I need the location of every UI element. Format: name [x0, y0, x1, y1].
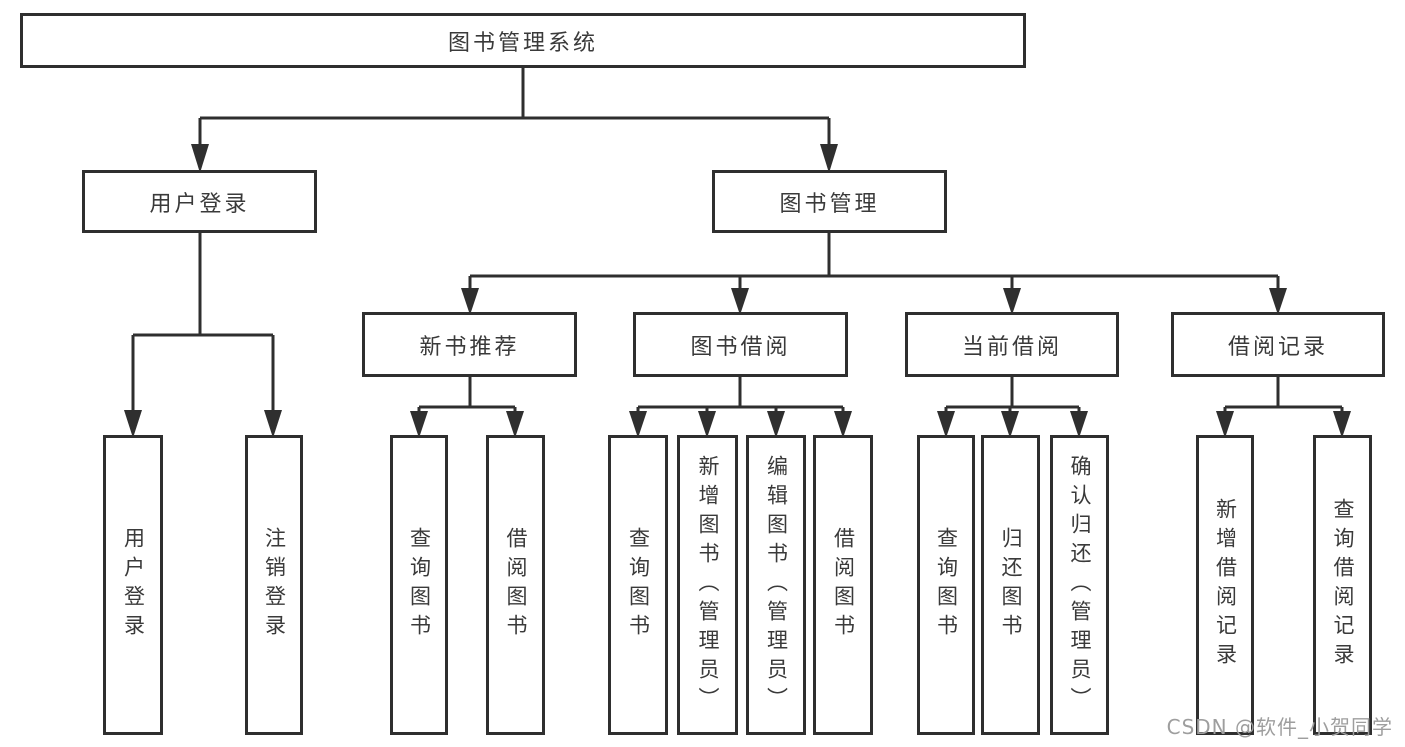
connector-new-book-recommend-to-leaves	[410, 377, 524, 438]
leaf-user-login: 用户登录	[103, 435, 163, 735]
leaf-query-books-current: 查询图书	[917, 435, 975, 735]
node-user-login: 用户登录	[82, 170, 317, 233]
leaf-query-borrow-record: 查询借阅记录	[1313, 435, 1372, 735]
leaf-query-books-borrowing: 查询图书	[608, 435, 668, 735]
leaf-query-books-recommend-label: 查询图书	[407, 527, 432, 643]
connector-root-to-level2	[191, 68, 838, 173]
leaf-add-books-admin: 新增图书（管理员）	[677, 435, 738, 735]
connector-book-management-to-level3	[461, 233, 1287, 315]
connector-user-login-to-leaves	[124, 233, 282, 438]
leaf-add-borrow-record-label: 新增借阅记录	[1213, 498, 1238, 672]
leaf-return-books-label: 归还图书	[999, 527, 1023, 643]
leaf-logout-label: 注销登录	[262, 527, 287, 643]
leaf-logout: 注销登录	[245, 435, 303, 735]
leaf-borrow-books-recommend: 借阅图书	[486, 435, 545, 735]
leaf-confirm-return-admin: 确认归还（管理员）	[1050, 435, 1109, 735]
leaf-add-books-admin-label: 新增图书（管理员）	[696, 454, 720, 716]
leaf-query-books-recommend: 查询图书	[390, 435, 448, 735]
leaf-confirm-return-admin-label: 确认归还（管理员）	[1068, 454, 1092, 716]
leaf-add-borrow-record: 新增借阅记录	[1196, 435, 1254, 735]
node-new-book-recommend: 新书推荐	[362, 312, 577, 377]
leaf-query-books-current-label: 查询图书	[934, 527, 959, 643]
csdn-watermark: CSDN @软件_小贺同学	[1166, 715, 1393, 739]
leaf-borrow-books-label: 借阅图书	[831, 527, 856, 643]
leaf-return-books: 归还图书	[981, 435, 1040, 735]
leaf-user-login-label: 用户登录	[121, 527, 146, 643]
node-book-borrowing-label: 图书借阅	[690, 334, 791, 360]
node-book-management-label: 图书管理	[779, 191, 880, 217]
leaf-borrow-books-recommend-label: 借阅图书	[504, 527, 528, 643]
node-borrow-records: 借阅记录	[1171, 312, 1385, 377]
node-book-borrowing: 图书借阅	[633, 312, 848, 377]
leaf-query-borrow-record-label: 查询借阅记录	[1331, 498, 1355, 672]
node-user-login-label: 用户登录	[149, 191, 250, 217]
node-book-management: 图书管理	[712, 170, 947, 233]
node-library-system-label: 图书管理系统	[447, 30, 598, 56]
leaf-edit-books-admin: 编辑图书（管理员）	[746, 435, 806, 735]
leaf-borrow-books: 借阅图书	[813, 435, 873, 735]
node-current-borrowing-label: 当前借阅	[961, 334, 1062, 360]
leaf-edit-books-admin-label: 编辑图书（管理员）	[764, 454, 789, 716]
connector-current-borrowing-to-leaves	[937, 377, 1088, 438]
node-library-system: 图书管理系统	[20, 13, 1026, 68]
node-borrow-records-label: 借阅记录	[1227, 334, 1328, 360]
leaf-query-books-borrowing-label: 查询图书	[626, 527, 651, 643]
connector-book-borrowing-to-leaves	[629, 377, 852, 438]
connector-borrow-records-to-leaves	[1216, 377, 1351, 438]
node-new-book-recommend-label: 新书推荐	[419, 334, 520, 360]
node-current-borrowing: 当前借阅	[905, 312, 1119, 377]
